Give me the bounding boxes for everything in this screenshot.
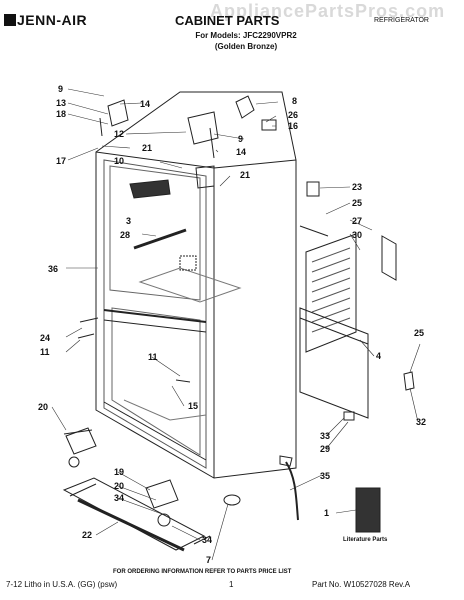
drain-tube xyxy=(285,461,299,521)
rear-grille xyxy=(305,233,357,353)
channel-part xyxy=(129,179,171,199)
page-number: 1 xyxy=(229,580,234,589)
callout-number: 23 xyxy=(352,182,362,192)
callout-number: 9 xyxy=(58,84,63,94)
callout-number: 29 xyxy=(320,444,330,454)
callout-number: 20 xyxy=(114,481,124,491)
callout-number: 32 xyxy=(416,417,426,427)
category-label: REFRIGERATOR xyxy=(374,17,429,24)
callout-number: 10 xyxy=(114,156,124,166)
bracket-part xyxy=(381,235,397,281)
brand-logo: JENN-AIR xyxy=(4,12,87,28)
callout-number: 18 xyxy=(56,109,66,119)
model-info: For Models: JFC2290VPR2 (Golden Bronze) xyxy=(186,30,306,52)
watermark: AppliancePartsPros.com xyxy=(210,1,446,21)
callout-number: 35 xyxy=(320,471,330,481)
callout-number: 34 xyxy=(114,493,124,503)
literature-book xyxy=(355,487,381,533)
callout-number: 19 xyxy=(114,467,124,477)
hinge-right xyxy=(235,95,255,119)
callout-number: 8 xyxy=(292,96,297,106)
callout-labels: 9131814172112109148261621328232527303624… xyxy=(38,84,426,565)
page-title: CABINET PARTS xyxy=(175,13,280,28)
model-line: For Models: JFC2290VPR2 xyxy=(195,31,297,40)
callout-number: 16 xyxy=(288,121,298,131)
callout-number: 11 xyxy=(148,352,158,362)
model-color: (Golden Bronze) xyxy=(214,42,278,51)
callout-number: 13 xyxy=(56,98,66,108)
roller-right xyxy=(145,479,179,509)
hinge-left xyxy=(107,99,129,127)
roller-left xyxy=(65,427,97,455)
callout-number: 36 xyxy=(48,264,58,274)
callout-number: 25 xyxy=(414,328,424,338)
callout-number: 3 xyxy=(126,216,131,226)
callout-number: 26 xyxy=(288,110,298,120)
cabinet-outline xyxy=(95,91,297,479)
callout-number: 24 xyxy=(40,333,50,343)
callout-number: 14 xyxy=(236,147,246,157)
kick-plate xyxy=(299,307,369,419)
callout-number: 27 xyxy=(352,216,362,226)
callout-number: 1 xyxy=(324,508,329,518)
callout-number: 15 xyxy=(188,401,198,411)
callout-number: 21 xyxy=(240,170,250,180)
brand-text: JENN-AIR xyxy=(17,12,88,28)
logo-mark-icon xyxy=(4,14,16,26)
callout-number: 11 xyxy=(40,347,50,357)
callout-number: 7 xyxy=(206,555,211,565)
callout-number: 21 xyxy=(142,143,152,153)
callout-number: 34 xyxy=(202,535,212,545)
callout-number: 22 xyxy=(82,530,92,540)
hinge-center xyxy=(187,111,219,145)
callout-number: 33 xyxy=(320,431,330,441)
footer-note: FOR ORDERING INFORMATION REFER TO PARTS … xyxy=(113,569,292,575)
part-number: Part No. W10527028 Rev.A xyxy=(312,580,411,589)
callout-number: 30 xyxy=(352,230,362,240)
literature-label: Literature Parts xyxy=(343,537,388,543)
print-info: 7-12 Litho in U.S.A. (GG) (psw) xyxy=(6,580,118,589)
callout-number: 9 xyxy=(238,134,243,144)
clip-part xyxy=(306,181,320,197)
callout-number: 4 xyxy=(376,351,381,361)
callout-number: 17 xyxy=(56,156,66,166)
callout-number: 28 xyxy=(120,230,130,240)
cap-part xyxy=(223,494,241,506)
callout-number: 14 xyxy=(140,99,150,109)
callout-number: 20 xyxy=(38,402,48,412)
callout-number: 12 xyxy=(114,129,124,139)
callout-number: 25 xyxy=(352,198,362,208)
